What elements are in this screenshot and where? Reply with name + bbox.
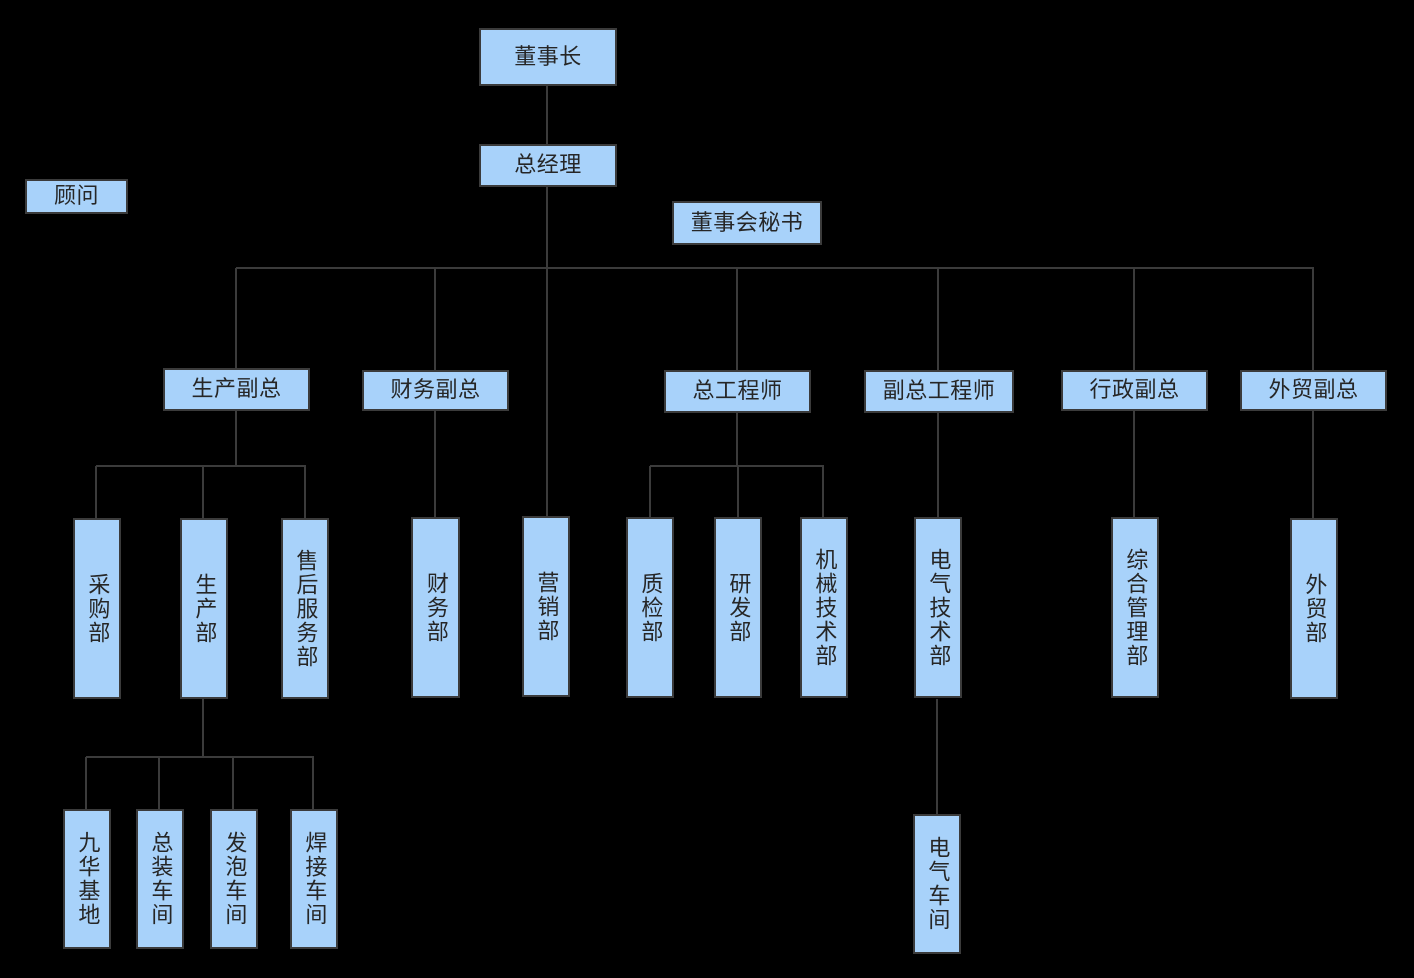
org-node-label: 电气技术部 xyxy=(926,547,952,668)
org-node-dept-finance[interactable]: 财务部 xyxy=(411,517,460,698)
connector-bus-to-chief-engineer xyxy=(736,268,738,370)
connector-bus-to-quality xyxy=(649,466,651,518)
connector-gm-trunk-to-bus xyxy=(546,187,548,270)
connector-vp-ft-to-ft-dept xyxy=(1312,411,1314,519)
connector-bus-to-mech-tech xyxy=(822,466,824,518)
org-node-label: 机械技术部 xyxy=(812,547,838,668)
connector-production-child-bus xyxy=(96,465,306,467)
connector-vp-finance-to-finance-dept xyxy=(434,411,436,517)
org-node-vp-admin[interactable]: 行政副总 xyxy=(1061,370,1208,411)
org-node-label: 顾问 xyxy=(53,183,99,209)
connector-deputy-eng-to-elec-tech xyxy=(937,413,939,518)
connector-bus-to-vp-admin xyxy=(1133,268,1135,370)
org-node-label: 行政副总 xyxy=(1089,377,1180,403)
connector-chairman-to-gm xyxy=(546,86,548,144)
connector-vp-admin-to-general-admin xyxy=(1133,411,1135,518)
org-node-advisor[interactable]: 顾问 xyxy=(25,179,128,214)
org-node-label: 质检部 xyxy=(638,571,664,644)
org-node-label: 采购部 xyxy=(85,572,111,645)
org-node-general-manager[interactable]: 总经理 xyxy=(479,144,617,187)
org-node-label: 电气车间 xyxy=(925,836,951,932)
org-node-deputy-chief-engineer[interactable]: 副总工程师 xyxy=(864,370,1014,413)
connector-elec-tech-to-elec-ws xyxy=(936,699,938,815)
org-node-ws-jiuhua[interactable]: 九华基地 xyxy=(63,809,111,949)
org-node-ws-assembly[interactable]: 总装车间 xyxy=(136,809,184,949)
org-node-label: 总装车间 xyxy=(148,831,174,927)
connector-production-dept-drop xyxy=(202,699,204,758)
org-node-dept-rnd[interactable]: 研发部 xyxy=(714,517,762,698)
org-node-board-secretary[interactable]: 董事会秘书 xyxy=(672,201,822,245)
org-node-dept-production[interactable]: 生产部 xyxy=(180,518,228,699)
org-node-chairman[interactable]: 董事长 xyxy=(479,28,617,86)
org-node-label: 财务副总 xyxy=(390,377,481,403)
connector-bus-to-foaming xyxy=(232,757,234,810)
connector-exec-bus xyxy=(236,267,1314,269)
org-node-label: 总经理 xyxy=(514,152,582,178)
org-node-vp-production[interactable]: 生产副总 xyxy=(163,368,310,411)
org-node-label: 营销部 xyxy=(534,570,560,643)
org-node-ws-foaming[interactable]: 发泡车间 xyxy=(210,809,258,949)
connector-bus-to-vp-foreign-trade xyxy=(1312,268,1314,370)
org-node-label: 生产部 xyxy=(192,572,218,645)
connector-chief-eng-drop xyxy=(736,413,738,467)
connector-workshop-bus xyxy=(86,756,314,758)
connector-bus-to-vp-production xyxy=(235,268,237,368)
org-node-dept-general-admin[interactable]: 综合管理部 xyxy=(1111,517,1159,698)
org-node-dept-foreign-trade[interactable]: 外贸部 xyxy=(1290,518,1338,699)
org-node-label: 董事长 xyxy=(514,43,582,69)
org-node-label: 售后服务部 xyxy=(293,548,319,669)
org-node-vp-finance[interactable]: 财务副总 xyxy=(362,370,509,411)
org-node-label: 总工程师 xyxy=(692,378,783,404)
org-node-label: 外贸副总 xyxy=(1268,377,1359,403)
org-node-dept-aftersales[interactable]: 售后服务部 xyxy=(281,518,329,699)
org-node-vp-foreign-trade[interactable]: 外贸副总 xyxy=(1240,370,1387,411)
connector-bus-to-assembly xyxy=(158,757,160,810)
org-node-label: 九华基地 xyxy=(75,831,101,927)
connector-bus-to-welding xyxy=(312,757,314,810)
org-node-label: 焊接车间 xyxy=(302,831,328,927)
org-node-chief-engineer[interactable]: 总工程师 xyxy=(664,370,811,413)
org-node-dept-elec-tech[interactable]: 电气技术部 xyxy=(914,517,962,698)
org-node-label: 综合管理部 xyxy=(1123,547,1149,668)
org-node-label: 董事会秘书 xyxy=(690,209,804,235)
connector-vp-production-drop xyxy=(235,411,237,467)
org-node-dept-purchasing[interactable]: 采购部 xyxy=(73,518,121,699)
connector-bus-to-deputy-chief-eng xyxy=(937,268,939,370)
connector-bus-to-purchasing xyxy=(95,466,97,518)
org-node-label: 生产副总 xyxy=(191,376,282,402)
org-node-label: 副总工程师 xyxy=(882,378,996,404)
org-node-label: 财务部 xyxy=(423,571,449,644)
org-node-label: 外贸部 xyxy=(1302,572,1328,645)
connector-bus-to-jiuhua xyxy=(85,757,87,810)
org-node-dept-quality[interactable]: 质检部 xyxy=(626,517,674,698)
org-node-ws-welding[interactable]: 焊接车间 xyxy=(290,809,338,949)
connector-bus-to-vp-finance xyxy=(434,268,436,370)
connector-bus-to-rnd xyxy=(737,466,739,518)
connector-bus-to-aftersales xyxy=(304,466,306,518)
connector-gm-trunk-to-marketing xyxy=(546,268,548,516)
connector-bus-to-production-dept xyxy=(202,466,204,518)
org-node-ws-electrical[interactable]: 电气车间 xyxy=(913,814,961,954)
org-node-label: 发泡车间 xyxy=(222,831,248,927)
org-node-label: 研发部 xyxy=(726,571,752,644)
org-node-dept-mech-tech[interactable]: 机械技术部 xyxy=(800,517,848,698)
org-node-dept-marketing[interactable]: 营销部 xyxy=(522,516,570,697)
